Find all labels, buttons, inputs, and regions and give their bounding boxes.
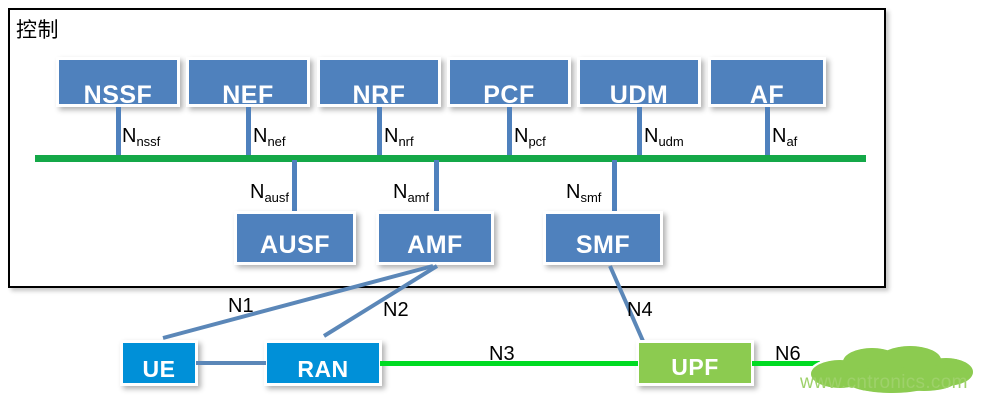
nnssf-sub: nssf bbox=[136, 134, 161, 150]
nnef-sub: nef bbox=[267, 134, 286, 150]
namf-sub: amf bbox=[407, 190, 430, 206]
stem-nssf bbox=[116, 107, 121, 159]
node-smf[interactable]: SMF bbox=[543, 211, 663, 265]
node-ue-label: UE bbox=[142, 355, 176, 382]
reference-label-n4: N4 bbox=[627, 299, 653, 321]
nsmf-sub: smf bbox=[580, 190, 602, 206]
node-nssf-label: NSSF bbox=[83, 80, 153, 107]
reference-label-n3: N3 bbox=[489, 343, 515, 365]
nnssf-base: N bbox=[122, 125, 137, 147]
stem-ausf bbox=[292, 160, 297, 212]
stem-af bbox=[765, 107, 770, 159]
node-nef-label: NEF bbox=[222, 80, 274, 107]
interface-label-naf: Naf bbox=[772, 126, 797, 148]
node-nrf-label: NRF bbox=[352, 80, 406, 107]
node-udm-label: UDM bbox=[609, 80, 669, 107]
reference-label-n1: N1 bbox=[228, 295, 254, 317]
node-upf[interactable]: UPF bbox=[636, 340, 754, 386]
node-nrf[interactable]: NRF bbox=[317, 57, 441, 107]
npcf-sub: pcf bbox=[528, 134, 546, 150]
nsmf-base: N bbox=[566, 181, 581, 203]
interface-label-nnef: Nnef bbox=[253, 126, 286, 148]
nnef-base: N bbox=[253, 125, 268, 147]
interface-label-nnrf: Nnrf bbox=[384, 126, 414, 148]
link-ue-ran bbox=[196, 361, 266, 365]
node-af[interactable]: AF bbox=[708, 57, 826, 107]
node-amf-label: AMF bbox=[407, 230, 463, 259]
node-af-label: AF bbox=[749, 80, 785, 107]
node-ausf[interactable]: AUSF bbox=[234, 211, 356, 265]
interface-label-nnssf: Nnssf bbox=[122, 126, 160, 148]
stem-amf bbox=[434, 160, 439, 212]
node-ausf-label: AUSF bbox=[259, 230, 331, 259]
reference-label-n6: N6 bbox=[775, 343, 801, 365]
link-n3 bbox=[380, 361, 638, 366]
node-nef[interactable]: NEF bbox=[186, 57, 310, 107]
node-smf-label: SMF bbox=[575, 230, 631, 259]
node-ran[interactable]: RAN bbox=[264, 340, 382, 386]
interface-label-nudm: Nudm bbox=[644, 126, 684, 148]
stem-nef bbox=[246, 107, 251, 159]
nausf-base: N bbox=[250, 181, 265, 203]
data-network-cloud bbox=[808, 344, 976, 396]
interface-label-namf: Namf bbox=[393, 182, 429, 204]
stem-nrf bbox=[377, 107, 382, 159]
nausf-sub: ausf bbox=[264, 190, 290, 206]
node-upf-label: UPF bbox=[671, 353, 719, 380]
naf-sub: af bbox=[786, 134, 798, 150]
control-plane-label: 控制 bbox=[16, 18, 59, 42]
node-pcf-label: PCF bbox=[483, 80, 535, 107]
interface-label-npcf: Npcf bbox=[514, 126, 546, 148]
npcf-base: N bbox=[514, 125, 529, 147]
node-pcf[interactable]: PCF bbox=[447, 57, 571, 107]
node-ran-label: RAN bbox=[297, 355, 349, 382]
node-udm[interactable]: UDM bbox=[577, 57, 701, 107]
site-watermark: www.cntronics.com bbox=[800, 372, 968, 393]
node-nssf[interactable]: NSSF bbox=[56, 57, 180, 107]
link-n6 bbox=[752, 361, 820, 366]
namf-base: N bbox=[393, 181, 408, 203]
node-ue[interactable]: UE bbox=[120, 340, 198, 386]
node-amf[interactable]: AMF bbox=[376, 211, 494, 265]
nudm-sub: udm bbox=[658, 134, 684, 150]
stem-udm bbox=[637, 107, 642, 159]
interface-label-nausf: Nausf bbox=[250, 182, 289, 204]
nnrf-base: N bbox=[384, 125, 399, 147]
interface-label-nsmf: Nsmf bbox=[566, 182, 601, 204]
nnrf-sub: nrf bbox=[398, 134, 414, 150]
nudm-base: N bbox=[644, 125, 659, 147]
stem-smf bbox=[612, 160, 617, 212]
stem-pcf bbox=[507, 107, 512, 159]
service-based-interface-bus bbox=[35, 155, 866, 162]
naf-base: N bbox=[772, 125, 787, 147]
reference-label-n2: N2 bbox=[383, 299, 409, 321]
